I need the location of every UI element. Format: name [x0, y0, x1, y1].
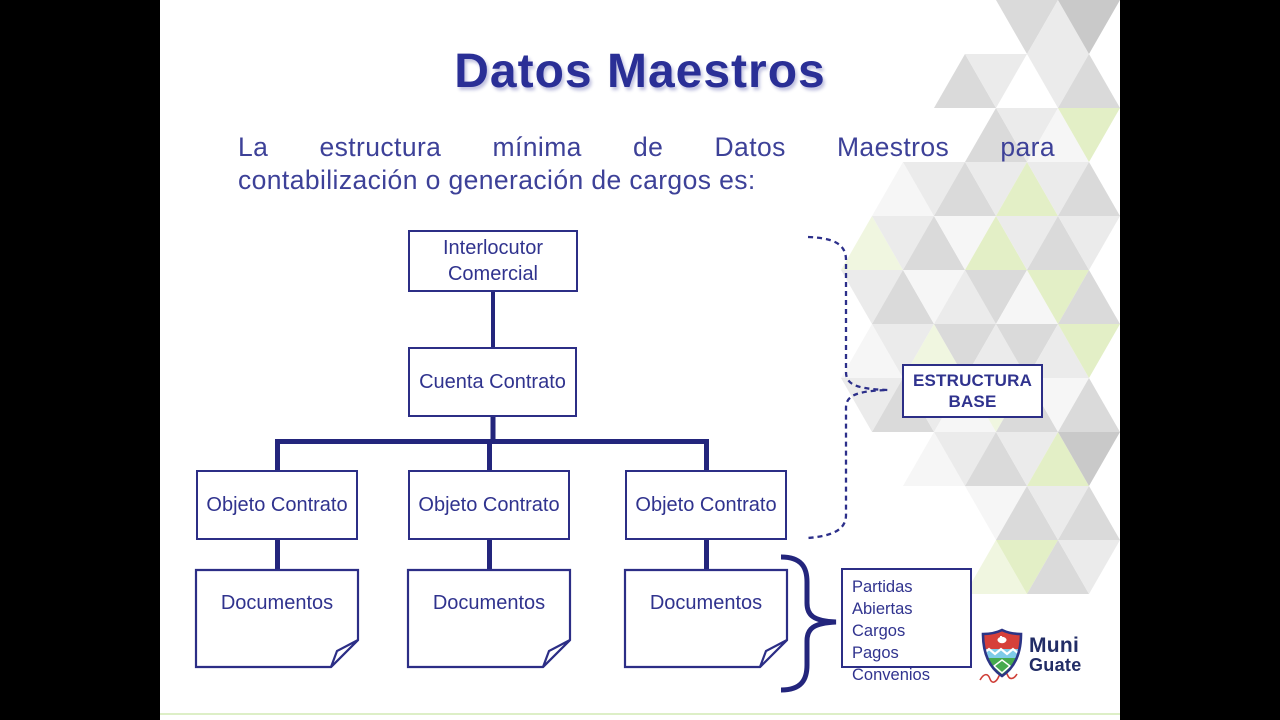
- node-label: Objeto Contrato: [418, 494, 560, 516]
- document-shape-right: [623, 568, 789, 669]
- mosaic-triangle: [1058, 378, 1120, 432]
- mosaic-triangle: [965, 270, 1027, 324]
- node-documentos-3: Documentos: [649, 592, 763, 614]
- logo-wordmark: Muni Guate: [1029, 635, 1082, 678]
- mosaic-triangle: [1027, 216, 1089, 270]
- pillarbox-left: [0, 0, 160, 720]
- mosaic-triangle: [903, 162, 965, 216]
- mosaic-triangle: [965, 540, 1027, 594]
- mosaic-triangle: [996, 324, 1058, 378]
- mosaic-triangle: [1027, 108, 1089, 162]
- diagram-connectors: [194, 235, 1018, 693]
- document-fold-middle: [541, 639, 571, 668]
- mosaic-triangle: [1058, 216, 1120, 270]
- mosaic-triangle: [996, 108, 1058, 162]
- node-label: Objeto Contrato: [635, 494, 777, 516]
- mosaic-triangle: [841, 324, 903, 378]
- mosaic-triangle: [996, 270, 1058, 324]
- mosaic-triangle: [1058, 540, 1120, 594]
- node-label: Interlocutor Comercial: [442, 237, 544, 285]
- mosaic-triangle: [965, 432, 1027, 486]
- mosaic-triangle: [872, 270, 934, 324]
- mosaic-triangle: [1027, 0, 1089, 54]
- solid-brace: [780, 554, 837, 693]
- label-estructura-base: ESTRUCTURA BASE: [902, 364, 1043, 418]
- mosaic-triangle: [934, 216, 996, 270]
- partidas-line: Cargos: [852, 622, 906, 640]
- slide-bottom-accent-line: [160, 713, 1120, 715]
- mosaic-triangle: [934, 432, 996, 486]
- mosaic-triangle: [996, 432, 1058, 486]
- muni-guate-logo: Muni Guate: [980, 628, 1082, 678]
- mosaic-triangle: [1027, 540, 1089, 594]
- partidas-line: Pagos: [852, 644, 899, 662]
- document-fold-right: [758, 639, 788, 668]
- node-objeto-contrato-2: Objeto Contrato: [408, 470, 570, 540]
- mosaic-triangle: [903, 432, 965, 486]
- document-shape-middle: [406, 568, 572, 669]
- mosaic-triangle: [965, 216, 1027, 270]
- mosaic-triangle: [934, 324, 996, 378]
- mosaic-triangle: [1058, 0, 1120, 54]
- mosaic-triangle: [965, 108, 1027, 162]
- logo-script-flourish: [979, 671, 1018, 683]
- mosaic-triangle: [965, 486, 1027, 540]
- intro-line-2: contabilización o generación de cargos e…: [238, 165, 756, 195]
- mosaic-triangle: [1058, 486, 1120, 540]
- document-shape-left: [194, 568, 360, 669]
- mosaic-triangle: [934, 270, 996, 324]
- slide: Datos Maestros La estructura mínima de D…: [160, 0, 1120, 720]
- node-label: Objeto Contrato: [206, 494, 348, 516]
- muni-shield-icon: [981, 628, 1023, 678]
- mosaic-triangle: [1058, 324, 1120, 378]
- dashed-brace: [807, 235, 889, 540]
- mosaic-triangle: [841, 270, 903, 324]
- mosaic-triangle: [996, 540, 1058, 594]
- mosaic-triangle: [1027, 162, 1089, 216]
- node-objeto-contrato-1: Objeto Contrato: [196, 470, 358, 540]
- logo-word-guate: Guate: [1029, 655, 1082, 675]
- document-fold-left: [329, 639, 359, 668]
- node-documentos-1: Documentos: [220, 592, 334, 614]
- document-shapes: [194, 568, 789, 669]
- mosaic-triangle: [841, 216, 903, 270]
- node-cuenta-contrato: Cuenta Contrato: [408, 347, 577, 417]
- mosaic-triangle: [996, 0, 1058, 54]
- mosaic-triangle: [1058, 108, 1120, 162]
- mosaic-triangle: [1058, 162, 1120, 216]
- node-objeto-contrato-3: Objeto Contrato: [625, 470, 787, 540]
- mosaic-triangle: [1058, 270, 1120, 324]
- partidas-line: Convenios: [852, 666, 930, 684]
- mosaic-triangle: [996, 216, 1058, 270]
- mosaic-triangle: [1027, 54, 1089, 108]
- mosaic-triangle: [872, 162, 934, 216]
- intro-line-1: La estructura mínima de Datos Maestros p…: [238, 132, 1055, 162]
- mosaic-triangle: [1058, 432, 1120, 486]
- node-documentos-2: Documentos: [432, 592, 546, 614]
- mosaic-triangle: [996, 162, 1058, 216]
- mosaic-triangle: [934, 162, 996, 216]
- node-interlocutor-comercial: Interlocutor Comercial: [408, 230, 578, 292]
- node-label: Cuenta Contrato: [419, 371, 566, 393]
- intro-paragraph: La estructura mínima de Datos Maestros p…: [238, 131, 1055, 197]
- mosaic-triangle: [965, 54, 1027, 108]
- mosaic-triangle: [1027, 432, 1089, 486]
- mosaic-triangle: [965, 162, 1027, 216]
- mosaic-triangle: [1058, 54, 1120, 108]
- mosaic-triangle: [996, 486, 1058, 540]
- mosaic-triangle: [903, 216, 965, 270]
- mosaic-triangle: [872, 324, 934, 378]
- mosaic-triangle: [841, 378, 903, 432]
- label-partidas-box: Partidas Abiertas Cargos Pagos Convenios: [841, 568, 972, 684]
- mosaic-triangle: [903, 270, 965, 324]
- page-title: Datos Maestros: [454, 45, 826, 98]
- logo-word-muni: Muni: [1029, 634, 1080, 657]
- mosaic-triangle: [872, 216, 934, 270]
- pillarbox-right: [1120, 0, 1280, 720]
- mosaic-triangle: [1027, 486, 1089, 540]
- mosaic-triangle: [934, 54, 996, 108]
- label-text: ESTRUCTURA BASE: [912, 371, 1033, 411]
- partidas-line: Partidas Abiertas: [852, 578, 913, 618]
- mosaic-triangle: [1027, 270, 1089, 324]
